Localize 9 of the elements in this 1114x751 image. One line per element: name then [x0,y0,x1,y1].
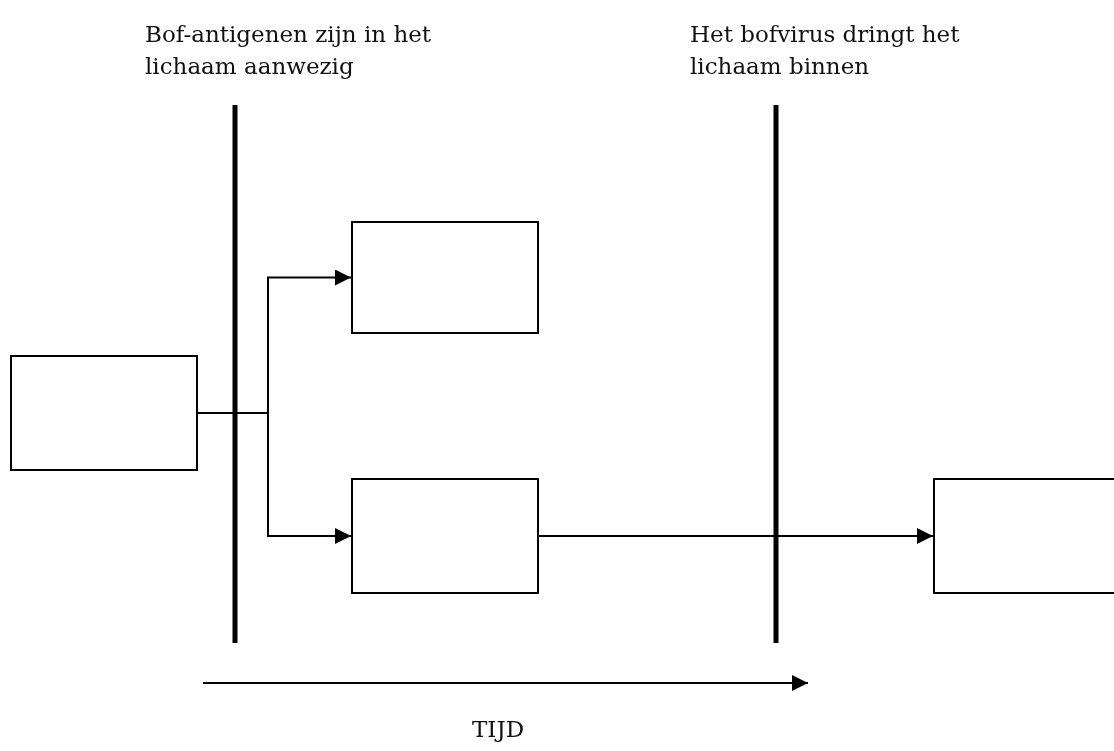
arrow [538,528,934,544]
empty-box [351,221,539,334]
annotation-text: TIJD [472,715,526,744]
annotation-text: Bof-antigenen zijn in het lichaam aanwezig [145,20,433,81]
empty-box [933,478,1114,594]
empty-box [351,478,539,594]
empty-box [10,355,198,471]
annotation-text: Het bofvirus dringt het lichaam binnen [690,20,961,81]
arrow [197,412,352,544]
